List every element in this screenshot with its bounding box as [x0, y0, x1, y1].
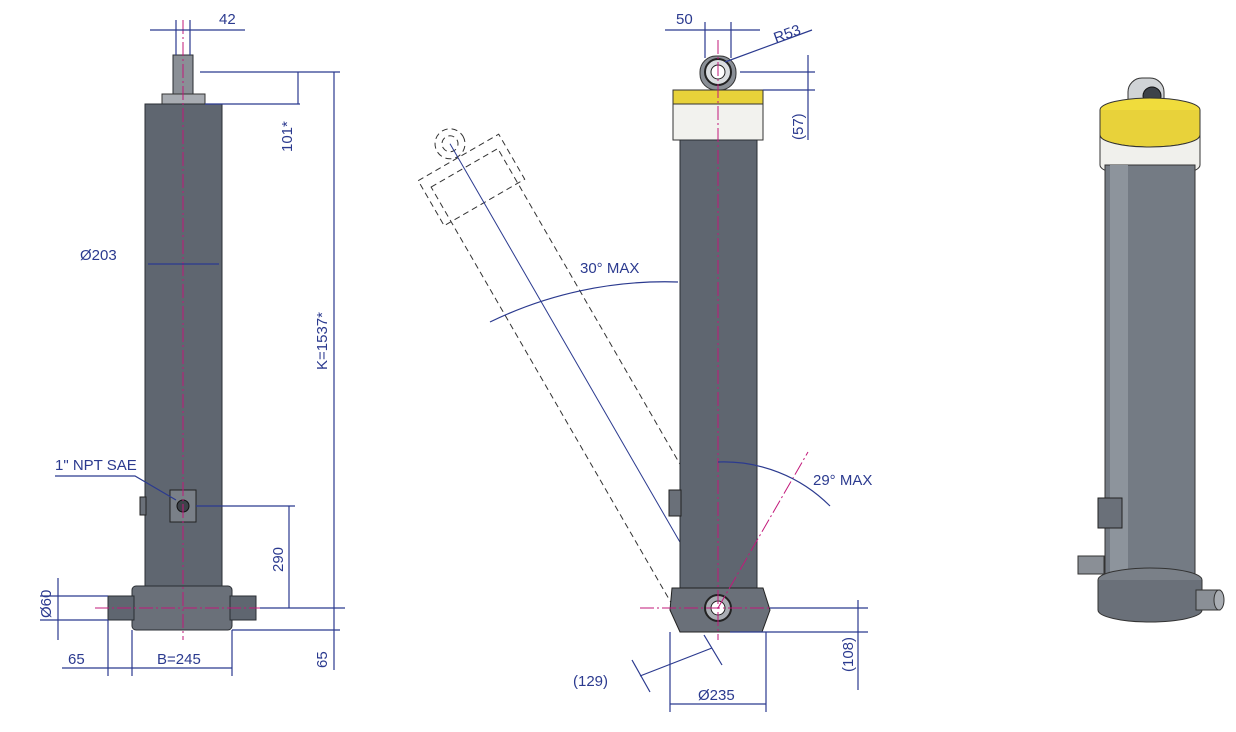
dim-129-lines	[631, 634, 723, 693]
left-view: 42 101* K=1537* Ø203 1" NPT SAE 290 Ø60 …	[38, 11, 345, 676]
dim-30-max: 30° MAX	[580, 260, 639, 277]
dim-50-lines	[665, 22, 760, 58]
arc-30	[489, 281, 679, 323]
dim-203: Ø203	[80, 247, 117, 264]
iso-cap-side	[1099, 110, 1201, 148]
dim-57-lines	[740, 55, 815, 140]
dim-K: K=1537*	[314, 312, 331, 370]
dim-101: 101*	[279, 121, 296, 152]
iso-pin-left	[1077, 555, 1105, 575]
dim-129: (129)	[573, 673, 608, 690]
dim-65-right: 65	[314, 651, 331, 668]
middle-view: 50 R53 (57) 30° MAX 29° MAX (129) (108) …	[417, 11, 872, 712]
iso-highlight	[1110, 165, 1128, 575]
dim-K-lines	[260, 72, 345, 609]
dim-235: Ø235	[698, 687, 735, 704]
swing-line	[717, 451, 809, 609]
dim-60-lines	[40, 578, 108, 640]
dim-42-lines	[150, 20, 245, 55]
dim-R53-line	[724, 29, 813, 63]
iso-fitting	[1097, 497, 1123, 529]
dim-101-lines	[200, 71, 340, 105]
dim-60: Ø60	[38, 590, 55, 618]
dim-245-lines	[132, 630, 233, 676]
dim-65-left: 65	[68, 651, 85, 668]
dim-245: B=245	[157, 651, 201, 668]
side-lug	[139, 496, 147, 516]
dim-29-max: 29° MAX	[813, 472, 872, 489]
dim-108-lines	[730, 600, 868, 690]
ghost-axis	[449, 143, 719, 609]
dim-50: 50	[676, 11, 693, 28]
dim-R53: R53	[771, 21, 803, 46]
dim-57: (57)	[790, 113, 807, 140]
dim-65-right-lines	[232, 608, 340, 670]
iso-view	[1077, 77, 1225, 623]
dim-290: 290	[270, 547, 287, 572]
dim-42: 42	[219, 11, 236, 28]
arc-29	[717, 461, 831, 507]
iso-pin-end	[1213, 589, 1225, 611]
ghost-eye	[434, 128, 466, 160]
port-leader	[55, 475, 177, 501]
side-lug-mid	[668, 489, 682, 517]
dim-108: (108)	[840, 637, 857, 672]
iso-base	[1097, 580, 1203, 623]
dim-235-lines	[669, 632, 767, 712]
port-label: 1" NPT SAE	[55, 457, 137, 474]
dim-290-lines	[196, 505, 295, 608]
